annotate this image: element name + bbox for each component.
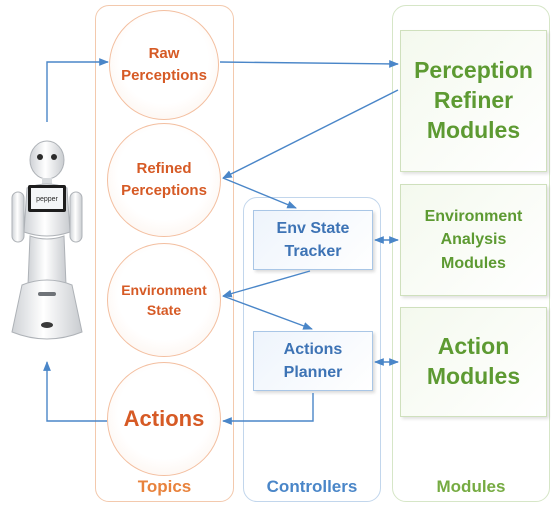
topic-actions-label: Actions <box>123 406 205 432</box>
modules-lane: Modules <box>392 5 550 502</box>
topic-raw-perceptions-label: Raw Perceptions <box>121 45 207 84</box>
topic-refined-perceptions: Refined Perceptions <box>107 123 221 237</box>
topic-refined-perceptions-label: Refined Perceptions <box>121 160 207 199</box>
controller-actions-planner-label: Actions Planner <box>283 340 343 381</box>
topic-actions: Actions <box>107 362 221 476</box>
pepper-robot-icon: pepper <box>11 140 83 340</box>
robot-screen-text: pepper <box>36 196 58 203</box>
controller-env-state-tracker-label: Env State Tracker <box>276 219 350 260</box>
module-environment-analysis-label: Environment Analysis Modules <box>424 208 523 272</box>
topic-raw-perceptions: Raw Perceptions <box>109 10 219 120</box>
controllers-lane-title: Controllers <box>266 477 358 496</box>
controller-actions-planner: Actions Planner <box>253 331 373 391</box>
topics-lane: Topics <box>95 5 234 502</box>
topic-environment-state-label: Environment State <box>121 281 207 318</box>
module-perception-refiner-label: Perception Refiner Modules <box>414 57 533 143</box>
module-environment-analysis: Environment Analysis Modules <box>400 184 547 296</box>
modules-lane-title: Modules <box>436 477 506 496</box>
controller-env-state-tracker: Env State Tracker <box>253 210 373 270</box>
module-action: Action Modules <box>400 307 547 417</box>
topics-lane-title: Topics <box>137 477 192 496</box>
topic-environment-state: Environment State <box>107 243 221 357</box>
module-action-label: Action Modules <box>426 333 521 389</box>
controllers-lane: Controllers <box>243 197 381 502</box>
module-perception-refiner: Perception Refiner Modules <box>400 30 547 172</box>
